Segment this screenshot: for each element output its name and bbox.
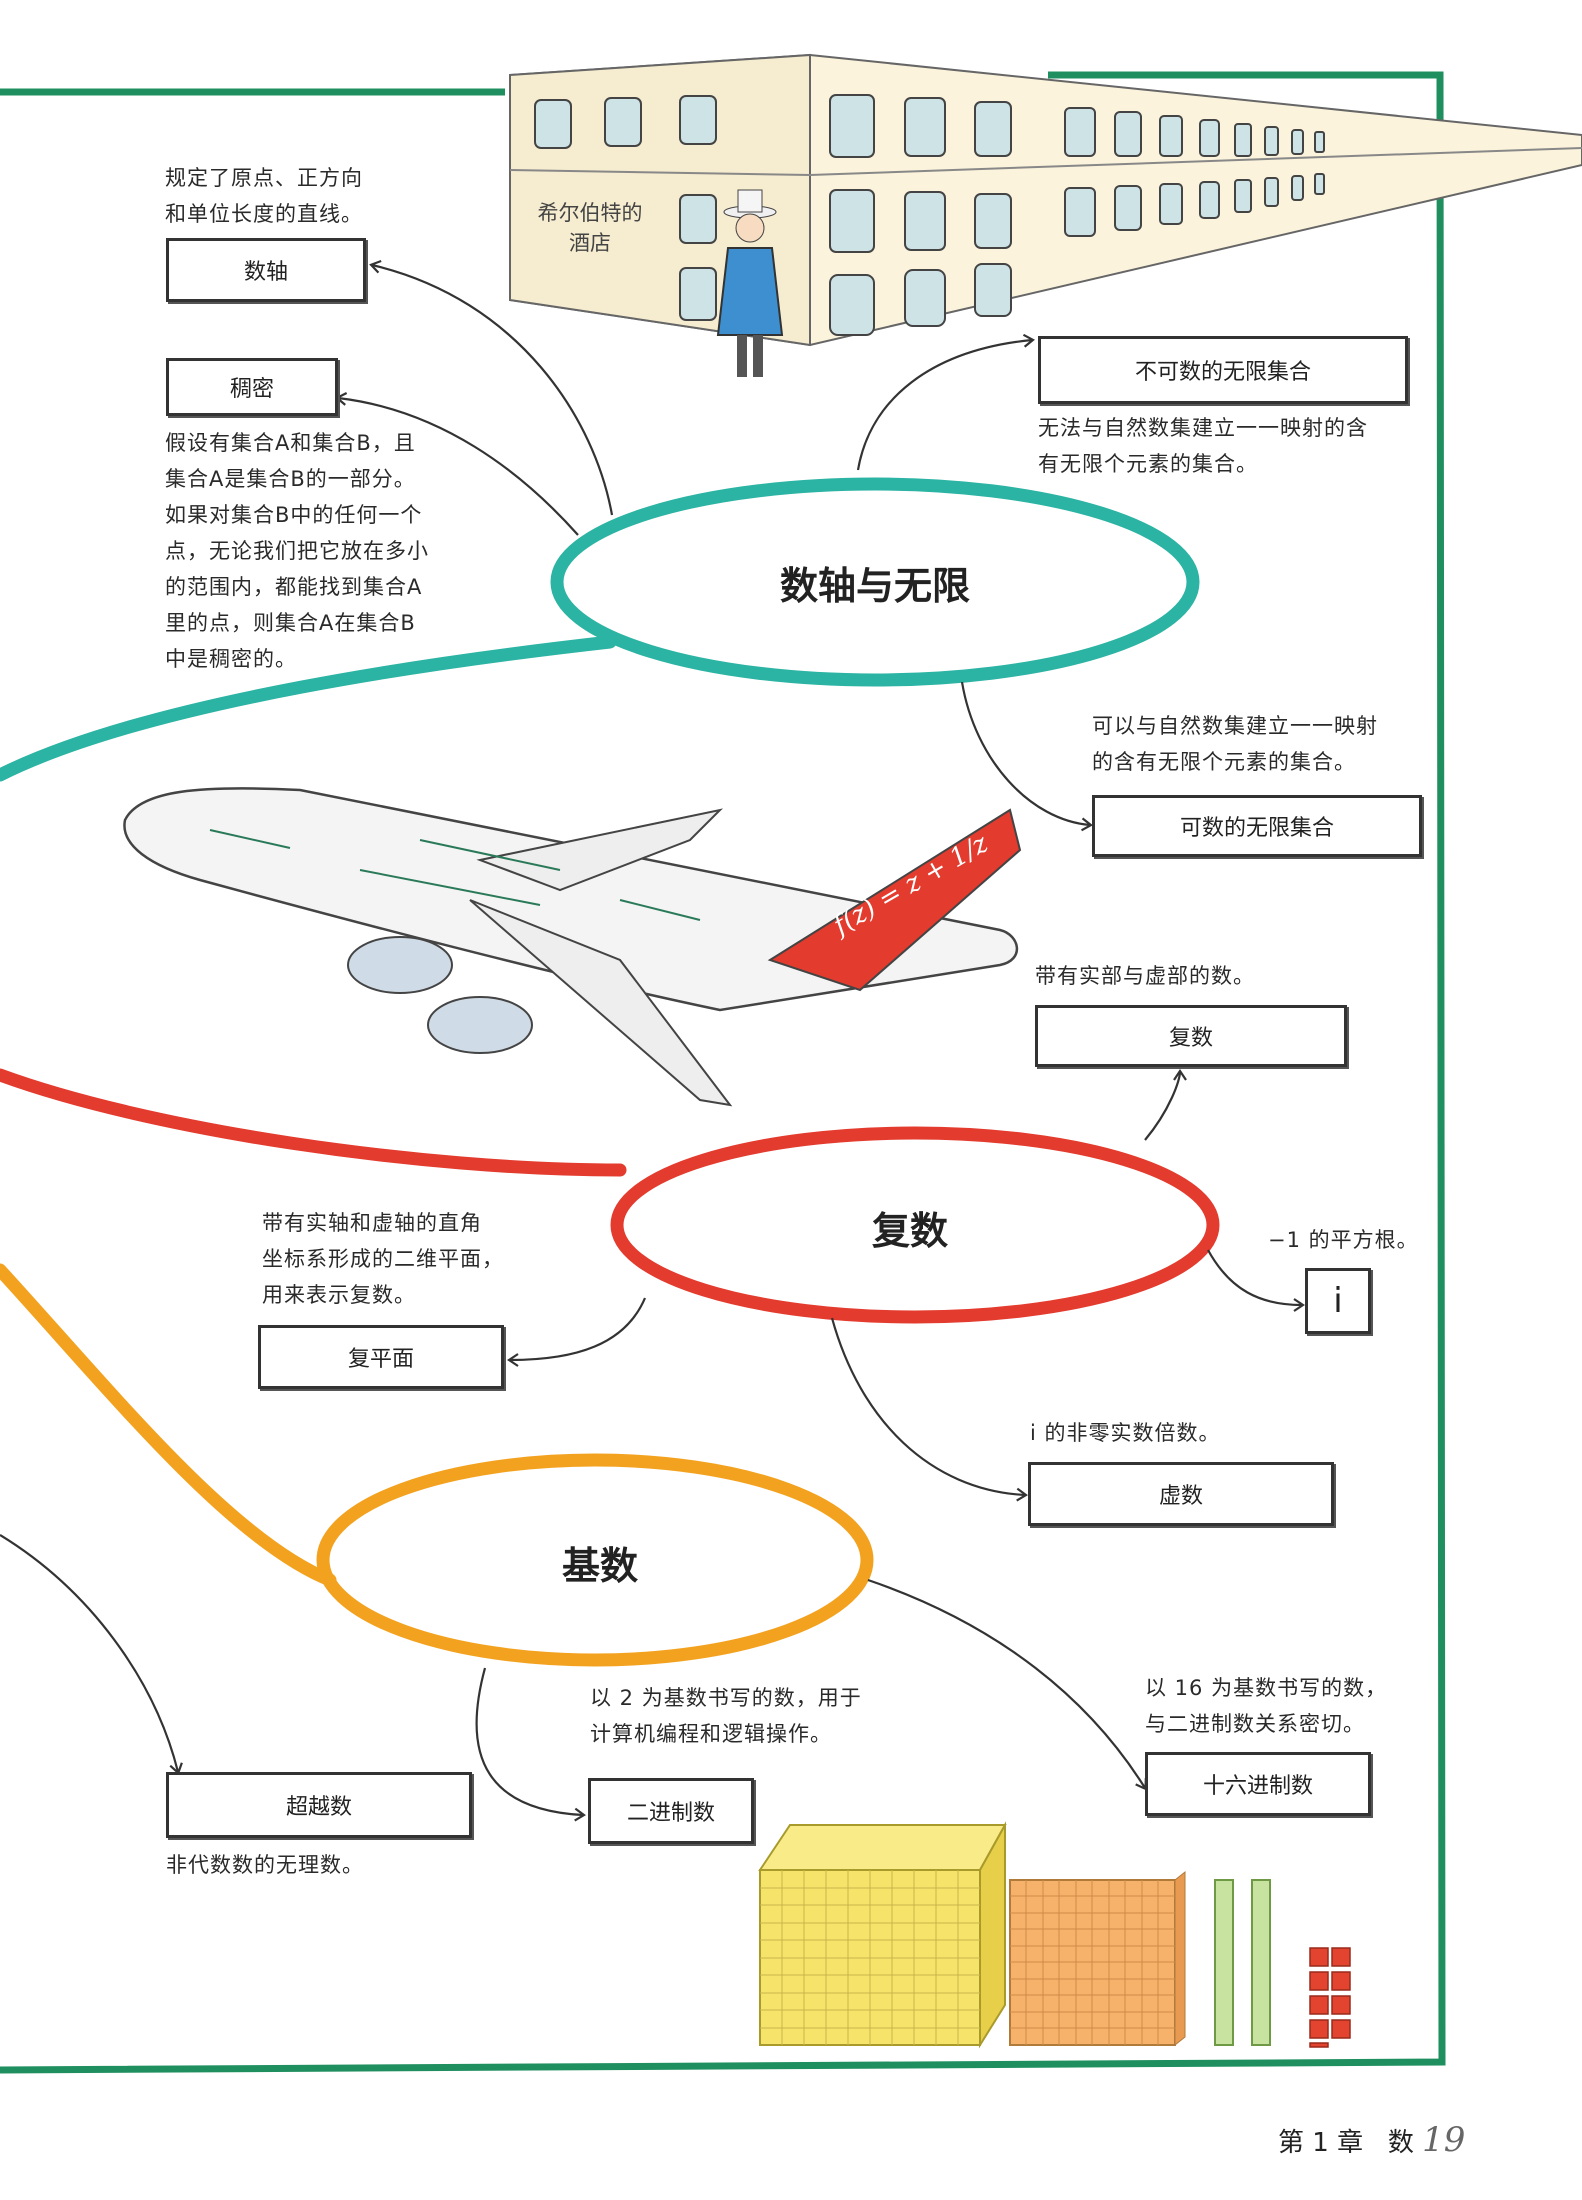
uncountable-desc: 无法与自然数集建立一一映射的含 有无限个元素的集合。 <box>1038 416 1368 476</box>
node-countable-set: 可数的无限集合 <box>1092 795 1422 857</box>
thousand-cube <box>758 1821 1007 2049</box>
chapter-label: 第 1 章 <box>1278 2128 1364 2158</box>
i-unit-desc: −1 的平方根。 <box>1268 1228 1419 1252</box>
footer: 第 1 章 数 19 <box>1278 2120 1465 2160</box>
node-complex-number: 复数 <box>1035 1005 1347 1067</box>
node-hex: 十六进制数 <box>1145 1752 1371 1816</box>
hub-complex: 复数 <box>871 1209 948 1253</box>
hub-ring-cardinal <box>316 1453 874 1667</box>
hotel-label: 希尔伯特的 酒店 <box>537 201 643 255</box>
binary-desc: 以 2 为基数书写的数，用于 计算机编程和逻辑操作。 <box>590 1686 862 1746</box>
orange-branch-curve <box>0 1263 337 1587</box>
chapter-title: 数 <box>1387 2128 1414 2158</box>
node-number-line: 数轴 <box>166 238 366 302</box>
node-transcendental: 超越数 <box>166 1772 472 1838</box>
page-number: 19 <box>1422 2120 1466 2160</box>
complex-plane-desc: 带有实轴和虚轴的直角 坐标系形成的二维平面， 用来表示复数。 <box>262 1211 504 1307</box>
connector-arrows <box>0 259 1305 1822</box>
base-ten-blocks-illustration <box>758 1821 1351 2049</box>
hub-ring-complex <box>610 1126 1220 1324</box>
red-branch-curve <box>0 1068 627 1177</box>
hilbert-hotel-illustration <box>509 53 1582 377</box>
node-binary: 二进制数 <box>588 1778 754 1844</box>
hub-cardinal: 基数 <box>561 1544 638 1588</box>
ten-rods <box>1214 1879 1271 2046</box>
node-i-unit: i <box>1305 1268 1371 1334</box>
teal-branch-curve <box>0 635 617 782</box>
unit-cubes <box>1309 1947 1351 2048</box>
node-complex-plane: 复平面 <box>258 1325 504 1389</box>
node-dense: 稠密 <box>166 358 338 416</box>
transcendental-desc: 非代数数的无理数。 <box>166 1853 364 1877</box>
countable-desc: 可以与自然数集建立一一映射 的含有无限个元素的集合。 <box>1092 714 1378 774</box>
hotel-manager-figure <box>716 189 784 377</box>
hub-ring-axis-infinity <box>550 477 1200 687</box>
node-imaginary: 虚数 <box>1028 1462 1334 1526</box>
dense-desc: 假设有集合A和集合B，且 集合A是集合B的一部分。 如果对集合B中的任何一个 点… <box>165 431 429 671</box>
page-frame <box>0 71 1446 2074</box>
complex-number-desc: 带有实部与虚部的数。 <box>1035 964 1255 988</box>
hub-axis-infinity: 数轴与无限 <box>779 564 970 608</box>
hundred-flat <box>1009 1870 1186 2047</box>
number-line-desc: 规定了原点、正方向 和单位长度的直线。 <box>165 166 363 226</box>
airplane-illustration: f(z) = z + 1/z <box>123 787 1022 1107</box>
node-uncountable-set: 不可数的无限集合 <box>1038 336 1408 404</box>
imaginary-desc: i 的非零实数倍数。 <box>1030 1421 1221 1445</box>
hex-desc: 以 16 为基数书写的数， 与二进制数关系密切。 <box>1145 1676 1388 1736</box>
